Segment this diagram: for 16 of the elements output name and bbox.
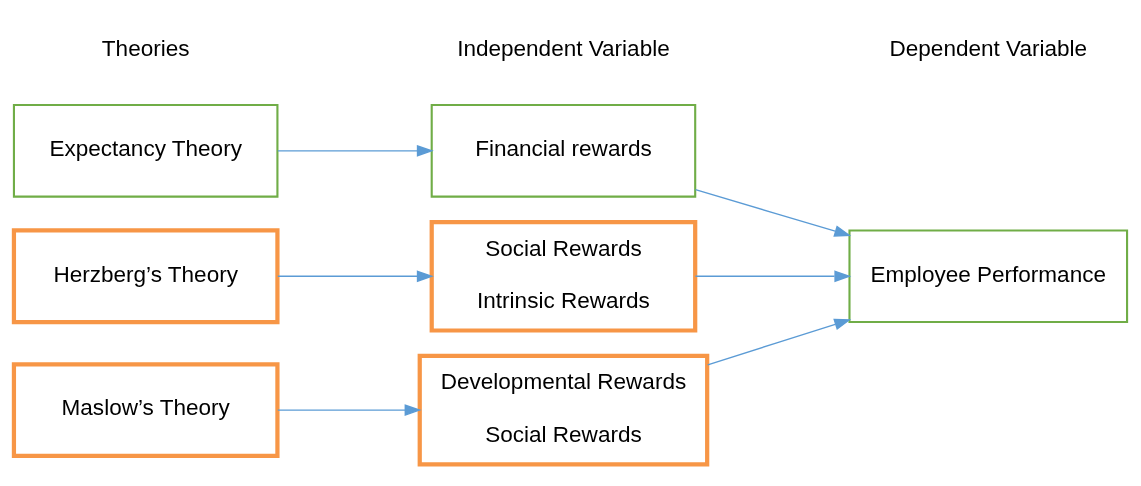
arrow [694,188,852,237]
node-box: Employee Performance [848,228,1129,323]
arrow [277,403,422,416]
arrow [277,144,434,157]
label: Theories [101,35,190,61]
node-box: Social Rewards Intrinsic Rewards [429,219,698,333]
node-box: Maslow’s Theory [11,361,280,458]
arrow [277,269,434,282]
label: Independent Variable [457,35,670,61]
node-box: Expectancy Theory [12,103,279,198]
node-box: Developmental Rewards Social Rewards [417,353,710,466]
arrow [694,269,852,282]
arrow [707,318,852,365]
label: Dependent Variable [889,35,1088,61]
node-box: Financial rewards [430,103,697,198]
node-box: Herzberg’s Theory [11,227,280,324]
